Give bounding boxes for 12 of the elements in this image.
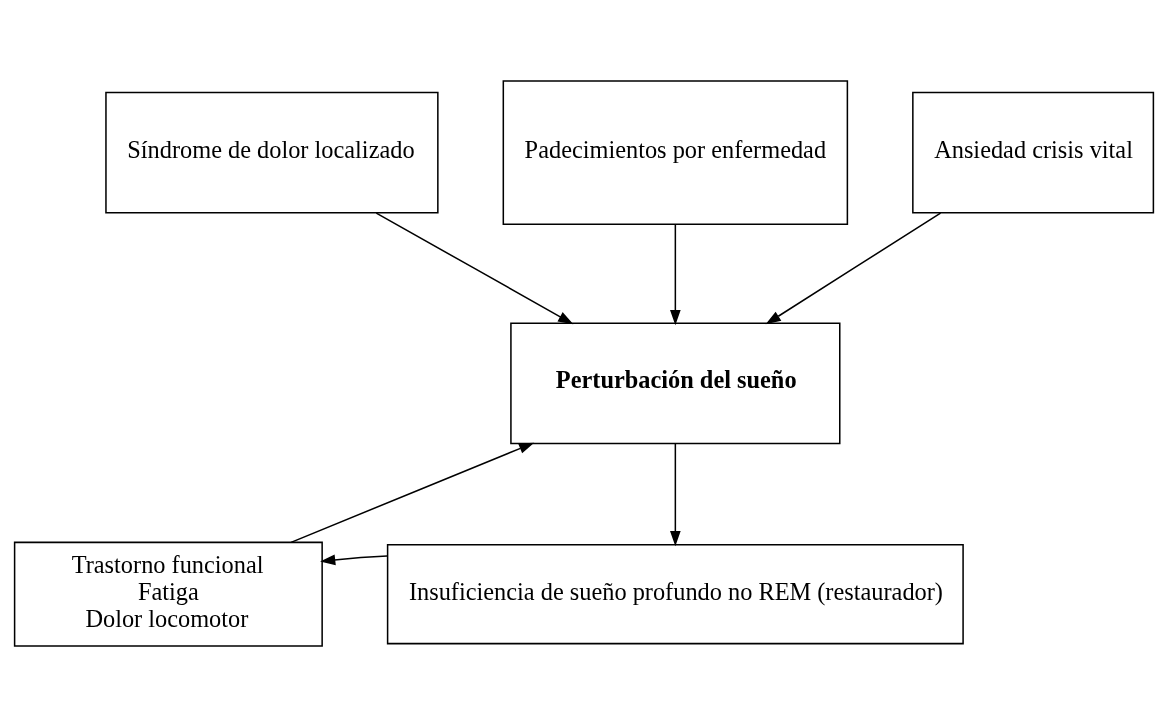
arrow <box>290 442 535 544</box>
node-box: Ansiedad crisis vital <box>912 91 1155 214</box>
node-box: Perturbación del sueño <box>510 322 841 445</box>
node-box: Padecimientos por enfermedad <box>502 80 849 225</box>
arrow <box>375 212 574 325</box>
arrow <box>670 223 681 326</box>
arrow <box>765 212 942 325</box>
arrow <box>320 554 388 566</box>
node-box: Síndrome de dolor localizado <box>105 91 439 214</box>
node-box: Trastorno funcional Fatiga Dolor locomotor <box>13 541 323 647</box>
node-box: Insuficiencia de sueño profundo no REM (restaurador) <box>386 543 964 645</box>
arrow <box>670 443 681 547</box>
